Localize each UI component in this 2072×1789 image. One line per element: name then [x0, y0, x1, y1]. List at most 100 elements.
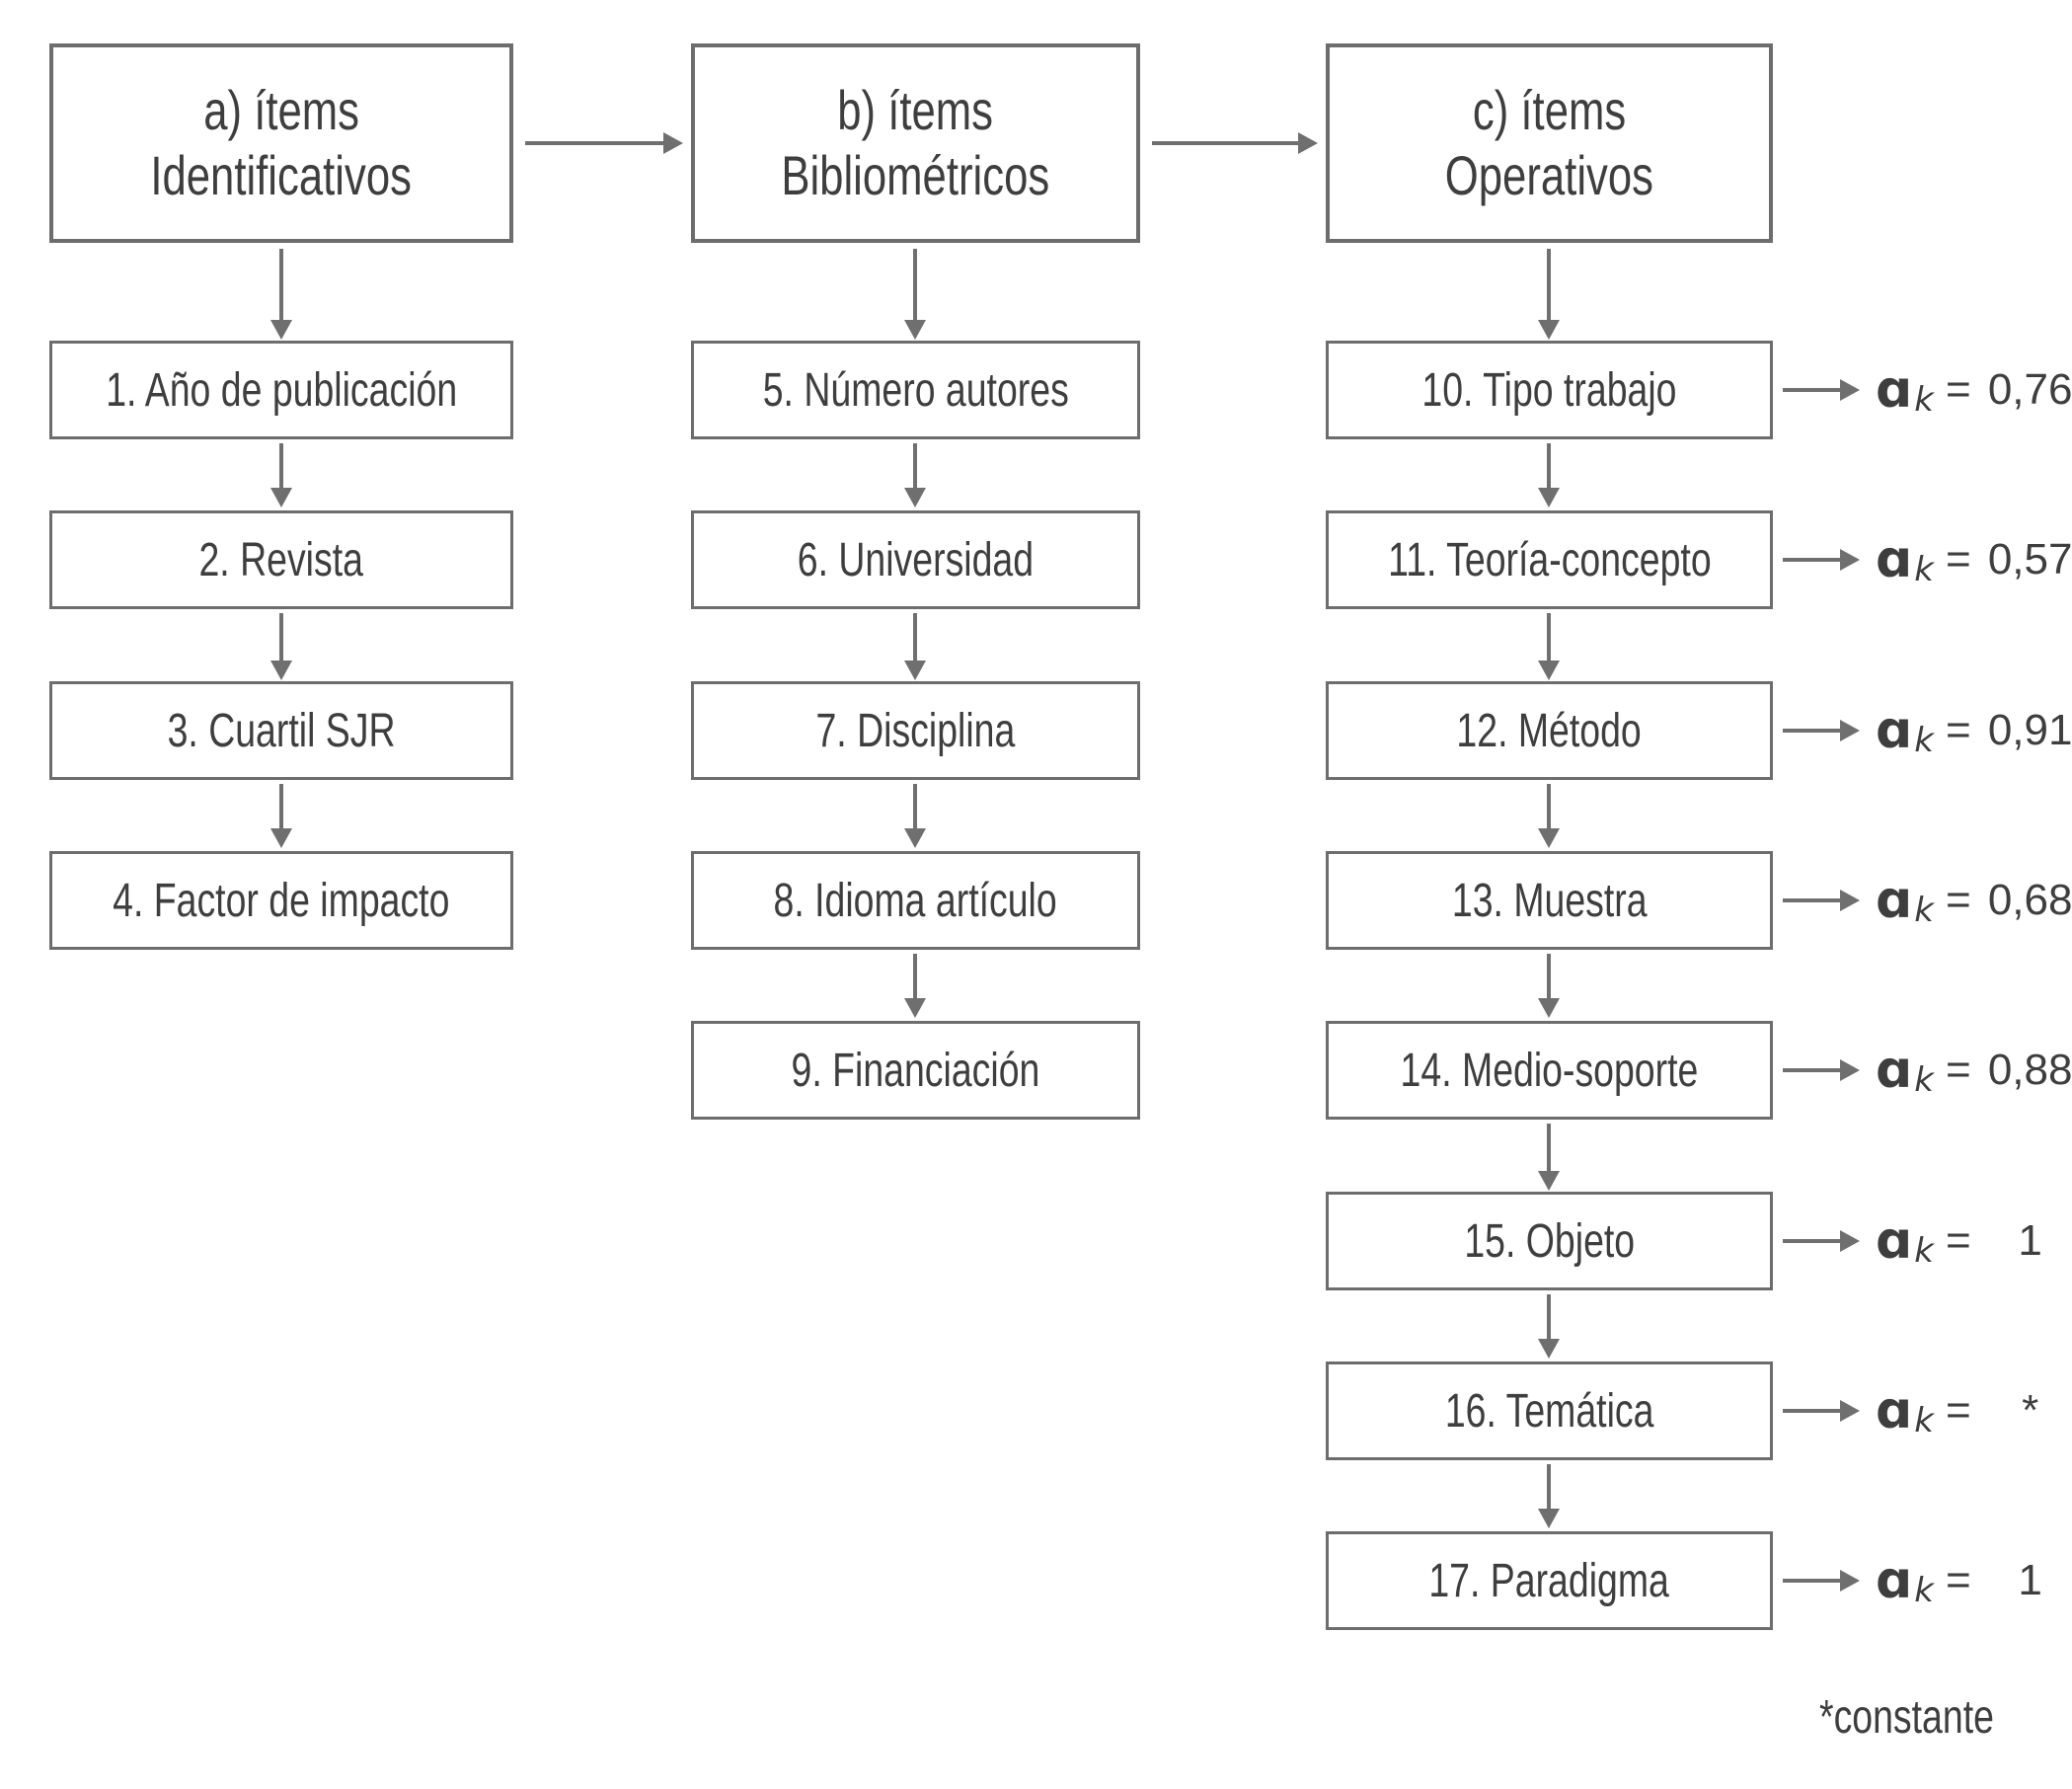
alpha-symbol: ɑ [1876, 871, 1913, 930]
item-label: 7. Disciplina [815, 704, 1016, 757]
arrow-down-item-12-to-13 [1547, 784, 1551, 828]
item-metodo: 12. Método [1326, 681, 1773, 780]
alpha-subscript: k [1914, 891, 1934, 930]
item-idioma-articulo: 8. Idioma artículo [691, 851, 1140, 950]
item-cuartil-sjr: 3. Cuartil SJR [49, 681, 513, 780]
alpha-symbol: ɑ [1876, 1041, 1913, 1100]
item-label: 16. Temática [1444, 1384, 1654, 1438]
item-label: 9. Financiación [791, 1044, 1040, 1097]
header-c-line2: Operativos [1444, 144, 1654, 206]
header-items-operativos: c) ítems Operativos [1326, 43, 1773, 243]
arrow-down-item-6-to-7 [913, 613, 917, 661]
item-objeto: 15. Objeto [1326, 1192, 1773, 1290]
header-c-line1: c) ítems [1472, 79, 1627, 141]
item-label: 5. Número autores [762, 363, 1069, 417]
arrow-right-alpha-item-15 [1783, 1239, 1840, 1243]
item-label: 12. Método [1456, 704, 1643, 757]
item-medio-soporte: 14. Medio-soporte [1326, 1021, 1773, 1120]
alpha-subscript: k [1914, 380, 1934, 420]
arrow-down-item-14-to-15 [1547, 1124, 1551, 1171]
header-b-line1: b) ítems [837, 79, 994, 141]
alpha-symbol: ɑ [1876, 360, 1913, 420]
alpha-subscript: k [1914, 721, 1934, 760]
arrow-down-item-7-to-8 [913, 784, 917, 828]
item-label: 14. Medio-soporte [1400, 1044, 1699, 1097]
item-tematica: 16. Temática [1326, 1361, 1773, 1460]
item-muestra: 13. Muestra [1326, 851, 1773, 950]
arrow-down-item-8-to-9 [913, 954, 917, 998]
header-b-line2: Bibliométricos [781, 144, 1050, 206]
alpha-number: 0,91 [1987, 706, 2072, 754]
equals-sign: = [1945, 1386, 1971, 1435]
arrow-down-item-3-to-4 [279, 784, 283, 828]
arrow-right-alpha-item-17 [1783, 1579, 1840, 1583]
arrow-down-item-15-to-16 [1547, 1294, 1551, 1339]
arrow-down-item-13-to-14 [1547, 954, 1551, 998]
alpha-symbol: ɑ [1876, 1381, 1913, 1440]
alpha-number: 0,88 [1987, 1046, 2072, 1094]
alpha-subscript: k [1914, 1231, 1934, 1271]
item-paradigma: 17. Paradigma [1326, 1531, 1773, 1630]
alpha-number: 0,57 [1987, 535, 2072, 583]
item-label: 10. Tipo trabajo [1421, 363, 1677, 417]
arrow-right-alpha-item-13 [1783, 898, 1840, 902]
equals-sign: = [1945, 1556, 1971, 1604]
item-tipo-trabajo: 10. Tipo trabajo [1326, 341, 1773, 439]
alpha-number: * [2022, 1386, 2039, 1435]
item-factor-de-impacto: 4. Factor de impacto [49, 851, 513, 950]
arrow-down-header-a-to-item-1 [279, 249, 283, 320]
header-items-bibliometricos: b) ítems Bibliométricos [691, 43, 1140, 243]
arrow-right-alpha-item-14 [1783, 1068, 1840, 1072]
alpha-symbol: ɑ [1876, 1211, 1913, 1271]
item-label: 4. Factor de impacto [113, 874, 450, 927]
arrow-down-item-1-to-2 [279, 443, 283, 488]
item-teoria-concepto: 11. Teoría-concepto [1326, 510, 1773, 609]
alpha-symbol: ɑ [1876, 1551, 1913, 1610]
arrow-right-alpha-item-10 [1783, 388, 1840, 392]
alpha-subscript: k [1914, 1060, 1934, 1100]
item-disciplina: 7. Disciplina [691, 681, 1140, 780]
item-label: 6. Universidad [797, 533, 1035, 586]
arrow-down-item-5-to-6 [913, 443, 917, 488]
alpha-subscript: k [1914, 1571, 1934, 1610]
footnote-constante: *constante [1819, 1690, 2043, 1745]
item-label: 1. Año de publicación [106, 363, 457, 417]
footnote-text: *constante [1819, 1691, 1994, 1744]
arrow-down-item-11-to-12 [1547, 613, 1551, 661]
arrow-right-header-a-to-b [525, 141, 663, 145]
item-revista: 2. Revista [49, 510, 513, 609]
item-label: 2. Revista [198, 533, 364, 586]
arrow-down-item-10-to-11 [1547, 443, 1551, 488]
arrow-right-header-b-to-c [1152, 141, 1298, 145]
equals-sign: = [1945, 706, 1971, 754]
item-label: 11. Teoría-concepto [1387, 533, 1712, 586]
equals-sign: = [1945, 535, 1971, 583]
item-numero-autores: 5. Número autores [691, 341, 1140, 439]
alpha-number: 1 [2018, 1556, 2042, 1604]
item-label: 13. Muestra [1451, 874, 1648, 927]
arrow-down-item-2-to-3 [279, 613, 283, 661]
equals-sign: = [1945, 1216, 1971, 1265]
item-label: 8. Idioma artículo [773, 874, 1058, 927]
alpha-number: 0,76 [1987, 365, 2072, 414]
item-universidad: 6. Universidad [691, 510, 1140, 609]
item-financiacion: 9. Financiación [691, 1021, 1140, 1120]
arrow-right-alpha-item-12 [1783, 729, 1840, 733]
equals-sign: = [1945, 876, 1971, 924]
arrow-right-alpha-item-16 [1783, 1409, 1840, 1413]
alpha-number: 0,68 [1987, 876, 2072, 924]
alpha-symbol: ɑ [1876, 701, 1913, 760]
item-label: 17. Paradigma [1428, 1554, 1670, 1607]
alpha-number: 1 [2018, 1216, 2042, 1265]
header-a-line2: Identificativos [150, 144, 413, 206]
equals-sign: = [1945, 1046, 1971, 1094]
alpha-symbol: ɑ [1876, 530, 1913, 589]
